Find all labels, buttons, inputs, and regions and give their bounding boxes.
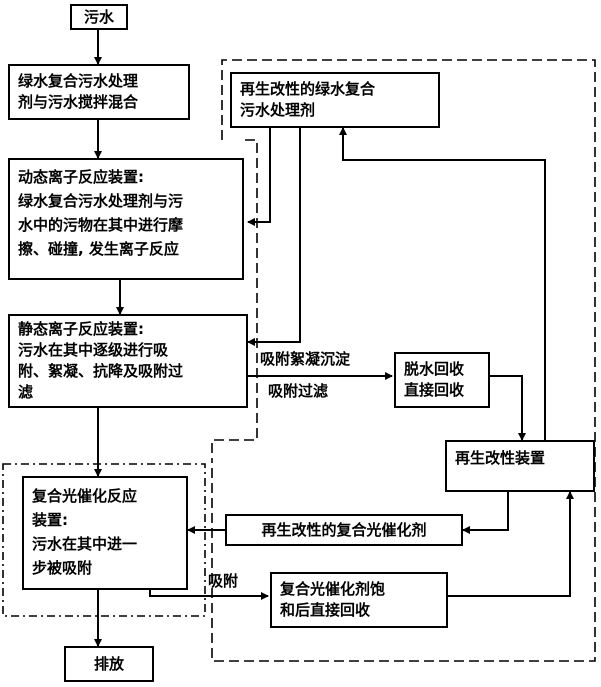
node-photo-line: 复合光催化反应 [32,487,138,505]
node-regen-photocatalyst: 再生改性的复合光催化剂 [225,514,463,546]
node-mix-line: 剂与污水搅拌混合 [18,93,139,111]
node-regen-agent: 再生改性的绿水复合 污水处理剂 [230,72,440,128]
arrow-regen-agent-to-static [247,126,301,346]
node-regen-agent-line: 再生改性的绿水复合 [240,80,376,98]
edge-label-adsorb: 吸附 [208,572,239,590]
node-photo-recover-line: 复合光催化剂饱 [280,580,386,598]
dashed-frame-right [211,59,596,662]
node-regen-photo-text: 再生改性的复合光催化剂 [261,520,427,539]
node-photo-line: 装置: [32,511,68,529]
node-regen-agent-line: 污水处理剂 [240,101,316,119]
node-dynamic-reactor: 动态离子反应装置: 绿水复合污水处理剂与污 水中的污物在其中进行摩 擦、碰撞, … [8,158,244,280]
node-discharge: 排放 [64,646,154,682]
arrow-recover-to-regen-device [448,491,574,597]
node-static-line: 附、絮凝、抗降及吸附过 [18,362,184,380]
node-discharge-text: 排放 [93,654,124,673]
node-dynamic-line: 擦、碰撞, 发生离子反应 [18,240,179,258]
node-dynamic-line: 绿水复合污水处理剂与污 [18,192,184,210]
node-dynamic-line: 动态离子反应装置: [18,168,144,186]
arrow-regen-device-to-regen-photo [462,490,509,534]
node-regen-device: 再生改性装置 [445,440,595,492]
node-dewater: 脱水回收 直接回收 [394,352,490,408]
node-photo-line: 步被吸附 [32,559,93,577]
node-static-line: 静态离子反应装置: [18,320,144,338]
arrow-regen-device-to-regen-agent [339,127,546,440]
arrow-photo-to-recover [149,588,269,600]
node-regen-device-text: 再生改性装置 [455,449,546,467]
node-sewage-text: 污水 [83,7,114,26]
arrow-dewater-to-regen-device [488,375,526,441]
node-static-reactor: 静态离子反应装置: 污水在其中逐级进行吸 附、絮凝、抗降及吸附过 滤 [8,314,248,408]
node-static-line: 污水在其中逐级进行吸 [18,341,169,359]
node-dewater-line: 直接回收 [404,381,465,399]
node-sewage: 污水 [70,4,128,30]
edge-label-adsorb-filter: 吸附过滤 [268,382,329,400]
node-photo-recover-line: 和后直接回收 [280,601,371,619]
node-photo-recover: 复合光催化剂饱 和后直接回收 [270,572,448,628]
node-photo-line: 污水在其中进一 [32,535,138,553]
node-dewater-line: 脱水回收 [404,360,465,378]
dashed-frame-photo [2,463,206,617]
dashed-frame-left-upper [211,139,258,462]
edge-label-adsorb-floc: 吸附絮凝沉淀 [260,350,351,368]
node-mix-line: 绿水复合污水处理 [18,72,139,90]
node-photocatalytic-reactor: 复合光催化反应 装置: 污水在其中进一 步被吸附 [22,476,188,590]
node-dynamic-line: 水中的污物在其中进行摩 [18,216,184,234]
node-mix: 绿水复合污水处理 剂与污水搅拌混合 [8,64,190,120]
arrow-regen-agent-to-dynamic [247,126,271,226]
node-static-line: 滤 [18,383,34,401]
